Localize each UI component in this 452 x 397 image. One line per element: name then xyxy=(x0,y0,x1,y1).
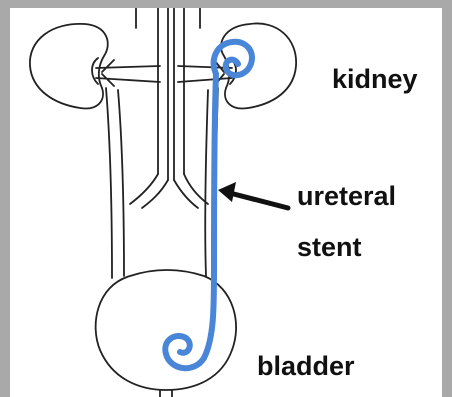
left-ureter xyxy=(106,88,124,278)
stent-kidney-curl xyxy=(214,42,252,75)
urethra xyxy=(160,390,172,397)
left-kidney-outline xyxy=(30,24,108,109)
left-kidney-hilum xyxy=(92,58,98,84)
stent-bladder-curl xyxy=(165,336,204,368)
kidney-label: kidney xyxy=(332,66,418,93)
right-kidney-outline xyxy=(221,23,296,108)
left-renal-vessels xyxy=(96,60,160,86)
ureteral-label: ureteral xyxy=(297,183,396,210)
aorta xyxy=(158,8,168,180)
iliac-bifurcation xyxy=(130,174,208,208)
bladder-label: bladder xyxy=(257,353,355,380)
stent-pointer-arrow xyxy=(218,182,288,208)
vena-cava xyxy=(174,8,184,180)
stent-label: stent xyxy=(297,234,362,261)
